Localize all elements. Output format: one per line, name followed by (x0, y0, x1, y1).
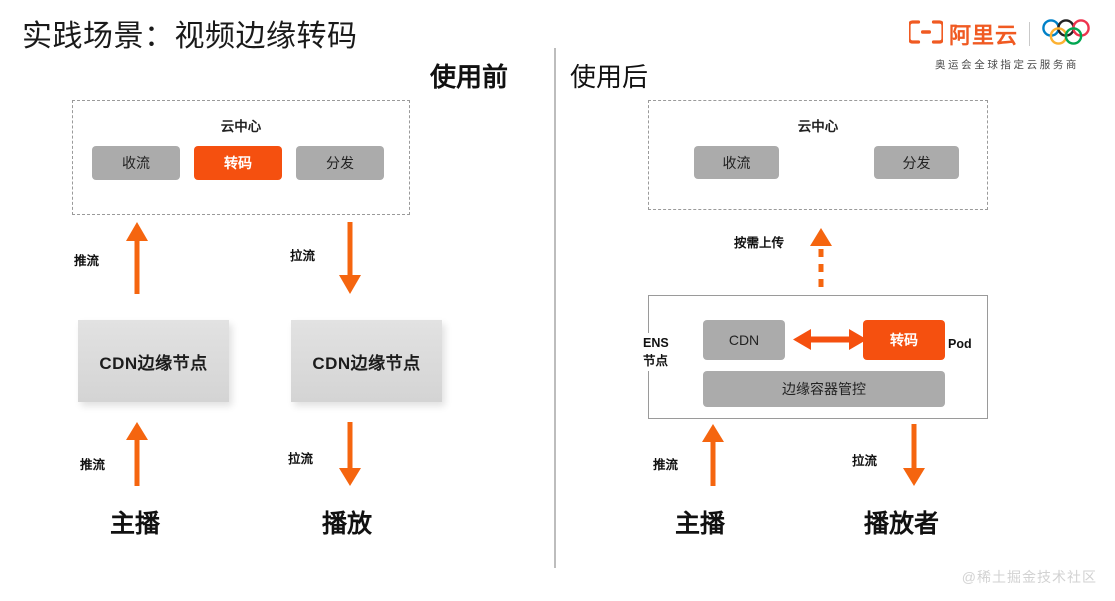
before-cloud-title: 云中心 (220, 119, 262, 134)
before-flow-label-push-upper: 推流 (74, 254, 100, 268)
after-ens-link-arrow (793, 327, 867, 358)
before-chip-distribute[interactable]: 分发 (296, 146, 384, 180)
section-divider (554, 48, 556, 568)
alibaba-cloud-logo-icon (907, 19, 945, 49)
before-flow-label-pull-lower: 拉流 (288, 452, 314, 466)
after-flow-label-push: 推流 (653, 458, 679, 472)
before-flow-arrow-pull-lower (337, 422, 363, 491)
before-endpoint-player: 播放 (322, 510, 373, 538)
before-flow-label-pull-upper: 拉流 (290, 249, 316, 263)
before-flow-arrow-pull-upper (337, 222, 363, 299)
after-pod-label: Pod (948, 337, 972, 351)
brand-name: 阿里云 (948, 23, 1018, 48)
after-endpoint-player: 播放者 (864, 510, 940, 538)
after-chip-ingest[interactable]: 收流 (694, 146, 779, 179)
brand-logo: 阿里云 奥运会全球指定云服务商 (907, 18, 1105, 72)
section-label-after: 使用后 (570, 62, 649, 92)
after-upload-label: 按需上传 (734, 236, 785, 250)
brand-divider (1029, 22, 1030, 46)
before-chip-ingest[interactable]: 收流 (92, 146, 180, 180)
watermark: @稀土掘金技术社区 (961, 569, 1097, 585)
chip-label: 分发 (326, 155, 354, 171)
before-cdn-edge-node-right: CDN边缘节点 (291, 320, 442, 402)
after-chip-transcode[interactable]: 转码 (863, 320, 945, 360)
before-flow-label-push-lower: 推流 (80, 458, 106, 472)
after-flow-arrow-push (700, 424, 726, 491)
chip-label: CDN (728, 332, 760, 348)
node-label: CDN边缘节点 (99, 353, 208, 373)
chip-label: 转码 (224, 155, 252, 171)
before-endpoint-broadcaster: 主播 (110, 510, 161, 538)
brand-subtitle: 奥运会全球指定云服务商 (934, 59, 1080, 71)
after-flow-label-pull: 拉流 (852, 454, 878, 468)
after-edge-container-control-bar[interactable]: 边缘容器管控 (703, 371, 945, 407)
before-flow-arrow-push-lower (124, 422, 150, 491)
before-flow-arrow-push-upper (124, 222, 150, 299)
chip-label: 收流 (122, 155, 150, 171)
section-label-before: 使用前 (430, 62, 509, 92)
chip-label: 分发 (902, 154, 931, 171)
node-label: CDN边缘节点 (312, 353, 421, 373)
page-title: 实践场景：视频边缘转码 (22, 20, 358, 53)
after-chip-cdn[interactable]: CDN (703, 320, 785, 360)
after-cloud-title: 云中心 (797, 119, 839, 134)
chip-label: 收流 (722, 154, 751, 171)
olympic-rings-icon (1041, 18, 1105, 50)
after-endpoint-broadcaster: 主播 (675, 510, 726, 538)
before-cdn-edge-node-left: CDN边缘节点 (78, 320, 229, 402)
chip-label: 边缘容器管控 (782, 381, 866, 397)
after-flow-arrow-pull (901, 424, 927, 491)
before-chip-transcode[interactable]: 转码 (194, 146, 282, 180)
after-upload-arrow (808, 228, 834, 295)
chip-label: 转码 (890, 332, 918, 348)
after-chip-distribute[interactable]: 分发 (874, 146, 959, 179)
